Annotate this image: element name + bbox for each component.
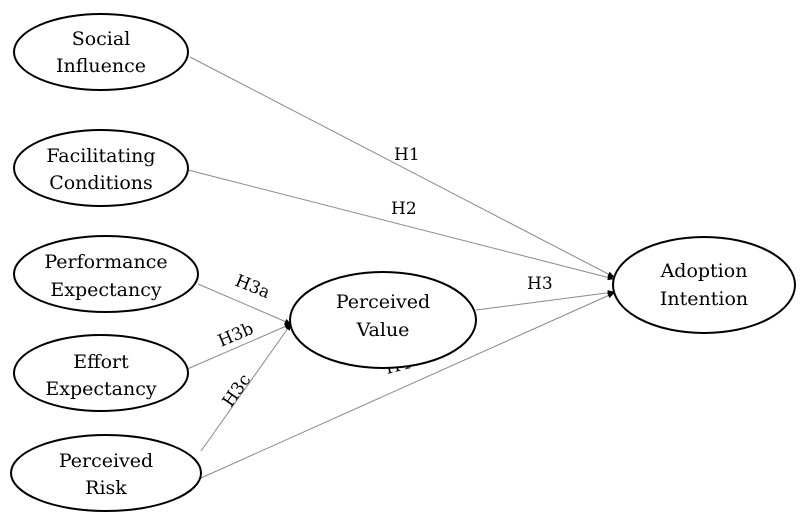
edge-h3c [200, 323, 292, 452]
node-social-influence-line-2: Influence [56, 55, 146, 77]
node-effort-expectancy-ellipse [13, 334, 189, 412]
node-effort-expectancy: Effort Expectancy [13, 334, 189, 412]
node-performance-expectancy-line-1: Performance [44, 251, 167, 273]
node-facilitating-conditions: Facilitating Conditions [13, 129, 189, 207]
edges [184, 56, 615, 479]
node-social-influence: Social Influence [13, 13, 189, 91]
node-perceived-risk-line-1: Perceived [59, 450, 153, 472]
edge-label-h1: H1 [394, 145, 420, 165]
node-facilitating-conditions-line-1: Facilitating [46, 145, 155, 167]
edge-h2 [187, 169, 615, 281]
node-perceived-value-line-1: Perceived [336, 291, 430, 313]
node-facilitating-conditions-line-2: Conditions [49, 172, 153, 194]
node-adoption-intention-ellipse [612, 236, 796, 334]
node-effort-expectancy-line-1: Effort [73, 351, 129, 373]
node-perceived-value-line-2: Value [356, 319, 410, 341]
edge-label-h3: H3 [527, 274, 553, 294]
node-performance-expectancy-ellipse [13, 235, 199, 313]
node-social-influence-line-1: Social [72, 28, 131, 50]
edge-h1 [189, 56, 615, 278]
edge-h3b [184, 323, 292, 371]
edge-h3a [197, 283, 292, 325]
node-perceived-value-ellipse [289, 271, 477, 369]
node-perceived-value: Perceived Value [289, 271, 477, 369]
node-social-influence-ellipse [13, 13, 189, 91]
edge-h4 [200, 292, 615, 479]
edge-h3 [475, 290, 615, 311]
node-facilitating-conditions-ellipse [13, 129, 189, 207]
edge-label-h3a: H3a [232, 271, 273, 303]
node-adoption-intention-line-2: Intention [660, 288, 748, 310]
node-performance-expectancy: Performance Expectancy [13, 235, 199, 313]
node-effort-expectancy-line-2: Expectancy [45, 378, 156, 400]
node-perceived-risk-line-2: Risk [85, 477, 127, 499]
node-adoption-intention-line-1: Adoption [660, 260, 748, 282]
edge-label-h2: H2 [391, 199, 417, 219]
node-perceived-risk-ellipse [10, 434, 202, 512]
node-perceived-risk: Perceived Risk [10, 434, 202, 512]
node-performance-expectancy-line-2: Expectancy [50, 279, 161, 301]
edge-label-h3b: H3b [215, 319, 257, 352]
node-adoption-intention: Adoption Intention [612, 236, 796, 334]
edge-label-h3c: H3c [219, 371, 256, 411]
